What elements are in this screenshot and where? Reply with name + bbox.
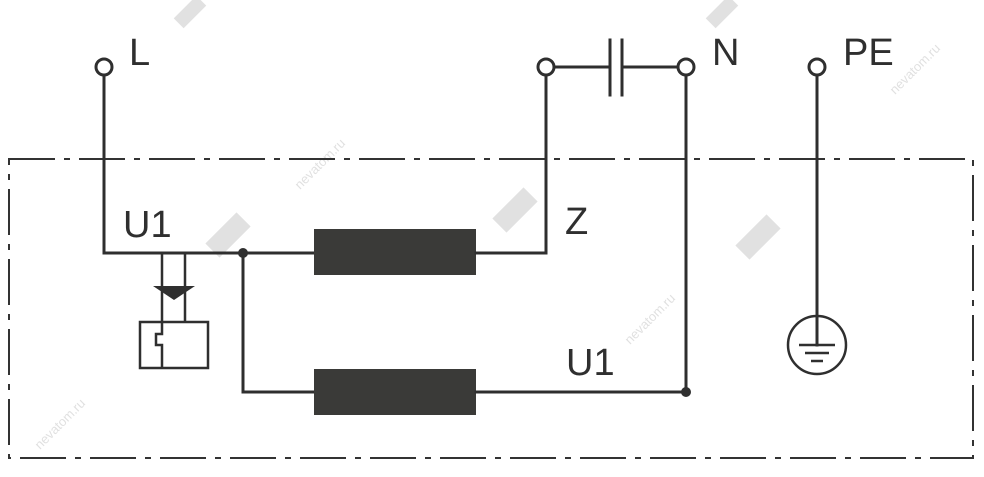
terminal-l (94, 57, 114, 77)
thermal-protector-marker-icon (153, 286, 195, 300)
terminal-l-label: L (129, 32, 150, 74)
upper-winding (314, 229, 476, 275)
terminal-z (536, 57, 556, 77)
lower-winding (314, 369, 476, 415)
watermark-logo (705, 0, 739, 29)
winding-bottom-end-label: U1 (566, 342, 615, 384)
thermal-contact-icon (154, 322, 164, 368)
winding-top-end-label: Z (565, 201, 588, 243)
watermark-text: nevatom.ru (887, 41, 944, 98)
terminal-n (676, 57, 696, 77)
watermark-logo (173, 0, 207, 29)
thermal-protector (138, 253, 210, 370)
terminal-n-label: N (712, 32, 739, 74)
terminal-pe (807, 57, 827, 77)
watermark-text: nevatom.ru (32, 396, 89, 453)
winding-top-start-label: U1 (123, 204, 172, 246)
watermark-text: nevatom.ru (622, 291, 679, 348)
thermal-protector-body (138, 320, 210, 370)
watermark-logo (735, 214, 781, 260)
watermark-logo (205, 212, 251, 258)
watermark-logo (492, 187, 538, 233)
terminal-pe-label: PE (843, 32, 894, 74)
earth-ground-icon (786, 314, 848, 376)
watermark-text: nevatom.ru (292, 136, 349, 193)
